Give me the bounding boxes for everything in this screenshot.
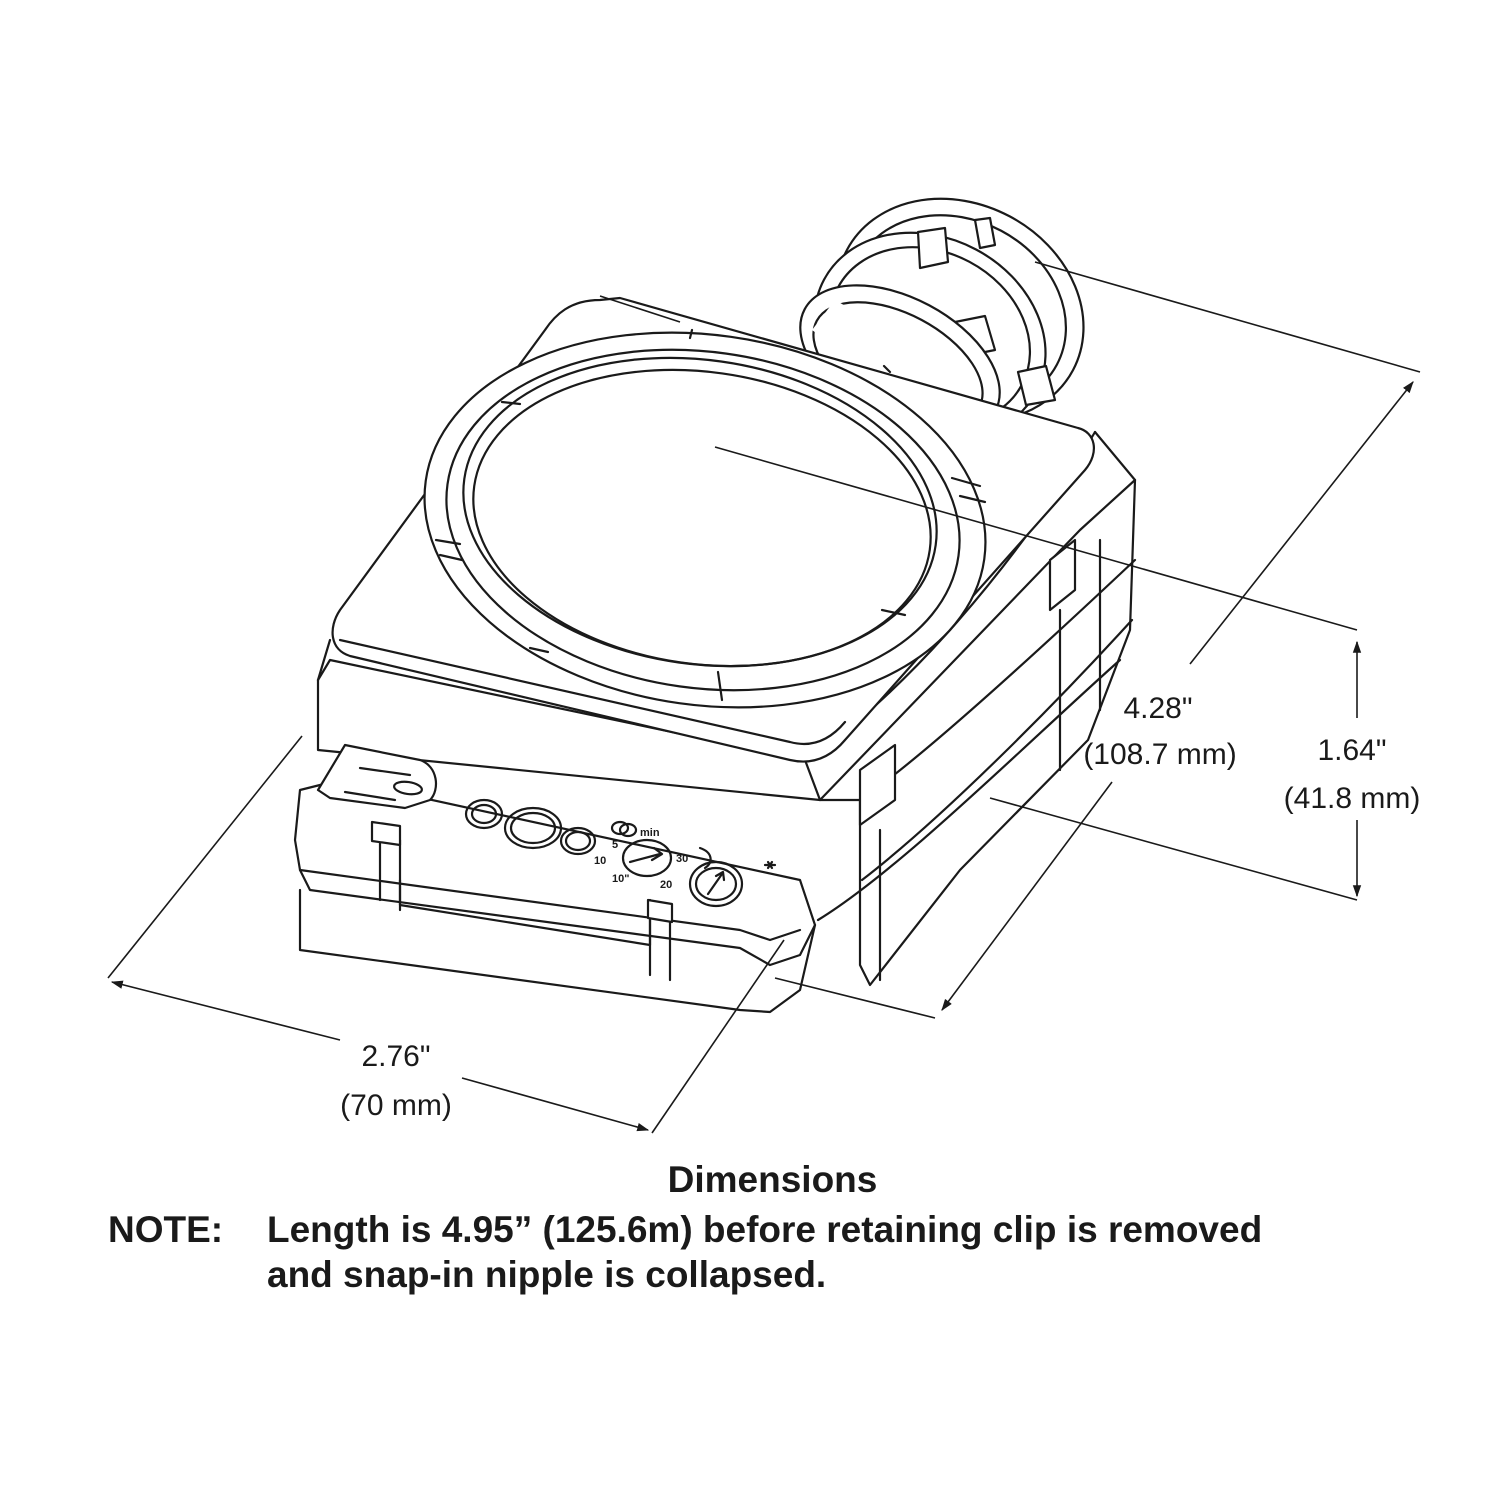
length-inches-label: 4.28" <box>1123 692 1192 725</box>
width-inches-label: 2.76" <box>361 1040 430 1073</box>
length-mm-label: (108.7 mm) <box>1083 738 1236 771</box>
width-mm-label: (70 mm) <box>340 1089 452 1122</box>
height-mm-label: (41.8 mm) <box>1284 782 1421 815</box>
lens-assembly <box>423 328 987 709</box>
note-text-line-1: Length is 4.95” (125.6m) before retainin… <box>267 1209 1263 1250</box>
dial-label-10s: 10" <box>612 873 629 885</box>
length-dimension-line-upper <box>1189 381 1414 665</box>
width-dimension-line-left <box>110 980 341 1041</box>
dial-label-5: 5 <box>612 839 618 851</box>
dial-label-10: 10 <box>594 855 606 867</box>
length-dimension-line-lower <box>941 781 1113 1011</box>
note-text-line-2: and snap-in nipple is collapsed. <box>267 1254 827 1295</box>
note-label: NOTE: <box>108 1209 224 1250</box>
control-panel <box>293 743 817 1014</box>
dial-label-30: 30 <box>676 853 688 865</box>
caption-title: Dimensions <box>667 1159 878 1200</box>
height-inches-label: 1.64" <box>1317 734 1386 767</box>
width-dimension-line-right <box>461 1077 650 1132</box>
dial-label-min: min <box>640 827 660 839</box>
dial-label-20: 20 <box>660 879 672 891</box>
